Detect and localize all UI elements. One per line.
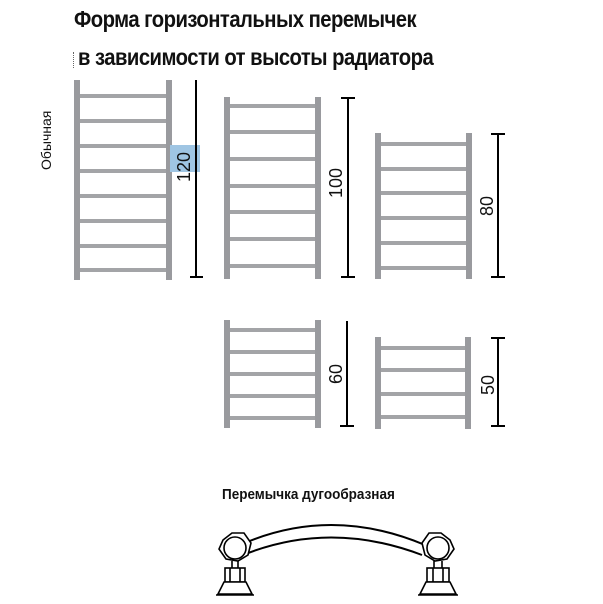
ladder-120: 120 [74,80,203,280]
arc-jumper-illustration [216,524,458,596]
page-title-line1: Форма горизонтальных перемычек [74,6,417,32]
ladder-100: 100 [224,97,355,279]
divider-mark [73,52,76,68]
ladder-50: 50 [375,337,505,429]
ladder-60: 60 [224,320,354,428]
dimension-label-120: 120 [174,152,194,182]
dimension-label-50: 50 [478,375,498,395]
arc-jumper-title: Перемычка дугообразная [222,486,395,503]
dimension-label-60: 60 [326,364,346,384]
dimension-label-80: 80 [477,196,497,216]
ladder-80: 80 [375,133,505,279]
page-title-line2: в зависимости от высоты радиатора [78,44,434,70]
dimension-label-100: 100 [326,168,346,198]
